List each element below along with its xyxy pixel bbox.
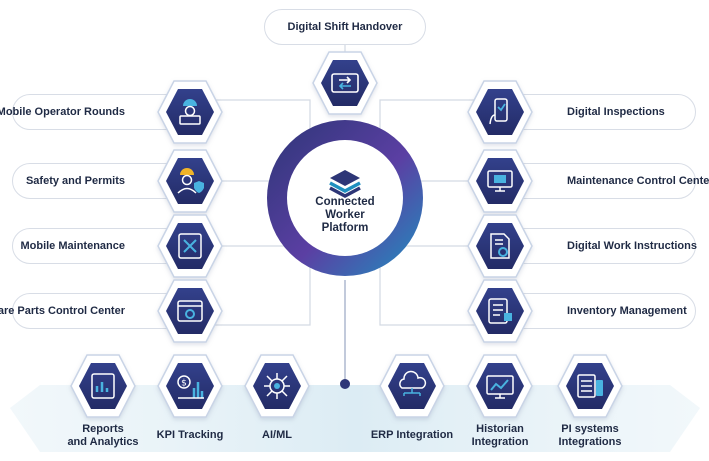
left-item-pill[interactable]: Safety and Permits bbox=[12, 163, 208, 199]
center-title-line: Platform bbox=[321, 222, 369, 234]
left-item-pill[interactable]: Mobile Operator Rounds bbox=[0, 94, 208, 130]
bottom-label-line: AI/ML bbox=[262, 429, 292, 441]
layers-logo-icon bbox=[329, 170, 361, 198]
right-item-label: Digital Inspections bbox=[567, 106, 665, 118]
bottom-label-line: Integration bbox=[471, 436, 529, 448]
left-item-pill[interactable]: Spare Parts Control Center bbox=[0, 293, 208, 329]
right-item-pill[interactable]: Maintenance Control Center bbox=[482, 163, 709, 199]
top-item-label: Digital Shift Handover bbox=[287, 21, 403, 33]
bottom-item-label[interactable]: ERP Integration bbox=[364, 429, 460, 442]
bottom-label-line: KPI Tracking bbox=[156, 429, 224, 441]
bottom-label-line: Reports bbox=[82, 423, 124, 435]
left-item-pill[interactable]: Mobile Maintenance bbox=[12, 228, 208, 264]
bottom-label-line: ERP Integration bbox=[370, 429, 454, 441]
connector-dot bbox=[340, 379, 350, 389]
center-title-line: Worker bbox=[325, 209, 365, 221]
svg-text:$: $ bbox=[181, 379, 187, 389]
right-item-pill[interactable]: Digital Work Instructions bbox=[482, 228, 697, 264]
left-item-label: Mobile Maintenance bbox=[20, 240, 125, 252]
right-item-label: Maintenance Control Center bbox=[567, 175, 709, 187]
line-chart-monitor-icon bbox=[486, 375, 514, 399]
bottom-label-line: PI systems bbox=[561, 423, 619, 435]
bottom-item-label[interactable]: KPI Tracking bbox=[142, 429, 238, 442]
bottom-item-label[interactable]: PI systems Integrations bbox=[542, 423, 638, 449]
right-item-pill[interactable]: Digital Inspections bbox=[482, 94, 696, 130]
cloud-network-icon bbox=[399, 370, 427, 396]
report-chart-icon bbox=[91, 373, 115, 399]
bottom-label-line: Integrations bbox=[558, 436, 622, 448]
center-hub bbox=[267, 120, 423, 276]
center-title: Connected Worker Platform bbox=[296, 196, 394, 235]
bottom-item-label[interactable]: Reports and Analytics bbox=[55, 423, 151, 449]
bottom-label-line: Historian bbox=[476, 423, 524, 435]
top-item-pill[interactable]: Digital Shift Handover bbox=[264, 9, 426, 45]
right-item-label: Digital Work Instructions bbox=[567, 240, 697, 252]
left-item-label: Mobile Operator Rounds bbox=[0, 106, 125, 118]
right-item-pill[interactable]: Inventory Management bbox=[482, 293, 696, 329]
left-item-label: Safety and Permits bbox=[25, 175, 125, 187]
dollar-bars-icon: $ bbox=[177, 375, 204, 399]
pi-server-icon bbox=[577, 374, 603, 398]
bottom-label-line: and Analytics bbox=[67, 436, 139, 448]
ai-chip-icon bbox=[264, 373, 290, 399]
left-item-label: Spare Parts Control Center bbox=[0, 305, 125, 317]
bottom-item-label[interactable]: AI/ML bbox=[229, 429, 325, 442]
right-item-label: Inventory Management bbox=[567, 305, 687, 317]
center-title-line: Connected bbox=[315, 196, 375, 208]
tablet-swap-icon bbox=[331, 73, 359, 93]
bottom-item-label[interactable]: Historian Integration bbox=[452, 423, 548, 449]
